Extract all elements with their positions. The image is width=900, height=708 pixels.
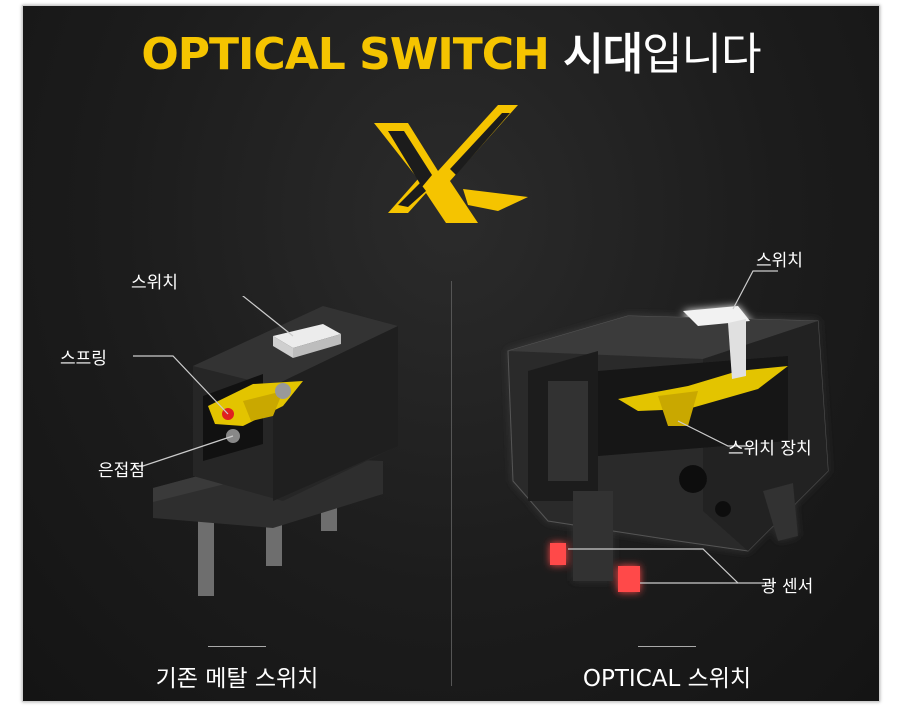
caption-underline-right xyxy=(638,646,696,647)
label-switch-device: 스위치 장치 xyxy=(728,439,812,459)
banner-title: OPTICAL SWITCH 시대입니다 xyxy=(23,18,879,82)
label-switch-left: 스위치 xyxy=(131,273,178,293)
label-contact: 은접점 xyxy=(98,461,145,481)
title-korean-light: 입니다 xyxy=(642,29,761,80)
caption-metal-switch: 기존 메탈 스위치 xyxy=(155,666,319,692)
optical-switch-illustration xyxy=(507,270,829,592)
label-spring: 스프링 xyxy=(60,349,107,369)
metal-switch-illustration xyxy=(133,296,398,596)
label-switch-right: 스위치 xyxy=(756,251,803,271)
title-korean-bold: 시대 xyxy=(563,29,643,80)
banner-frame: OPTICAL SWITCH 시대입니다 xyxy=(22,5,880,702)
title-english: OPTICAL SWITCH xyxy=(141,29,549,80)
caption-optical-switch: OPTICAL 스위치 xyxy=(582,666,752,692)
label-optical-sensor: 광 센서 xyxy=(761,577,814,597)
xk-logo-icon xyxy=(374,105,528,223)
center-divider xyxy=(451,281,452,686)
caption-underline-left xyxy=(208,646,266,647)
